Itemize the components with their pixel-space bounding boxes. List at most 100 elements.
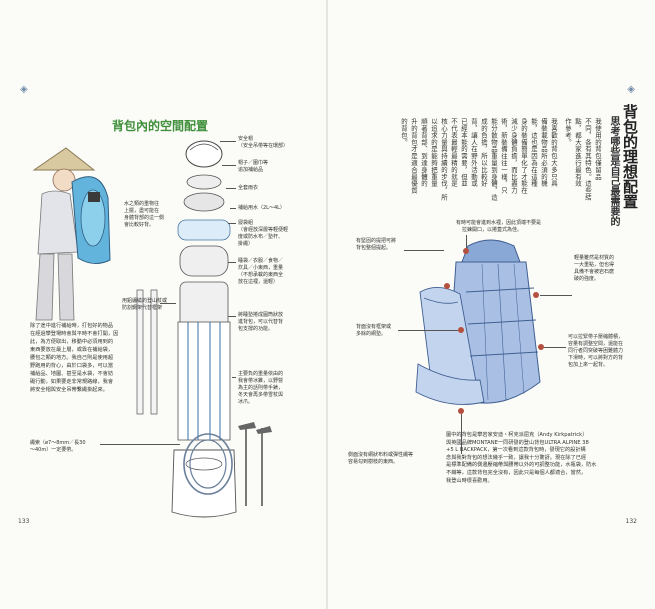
leader-line	[230, 208, 236, 209]
paragraph-line: 礙行動，如果要走非常規路線，我會	[30, 379, 114, 385]
paragraph-line: 此，為方便取出，移動中必須用到的	[30, 339, 114, 345]
page-number-left: 133	[18, 518, 30, 525]
vertical-body-text: 我使用的背包僅留品 不同，各有其特色。這些結 點，都大家進行最有效 作參考。 我…	[373, 118, 603, 248]
body-column: 已經本能的需要，但並	[460, 118, 468, 187]
body-column: 背，讓人在野外活動或	[470, 118, 478, 187]
label-load-1: 主要負的重量依由的	[238, 371, 284, 377]
paragraph-line: 將安全帽與安全吊帶繫繩掛起來。	[30, 387, 108, 393]
body-column: 不同，各有其特色。這些結	[584, 118, 592, 201]
label-helmet-note: （安全吊帶等在環部）	[238, 143, 289, 149]
paragraph-line: 東西要放在最上層，或靠在補給袋，	[30, 347, 114, 353]
paragraph-line: 野跑用的背心，由於口袋多，可以當	[30, 363, 114, 369]
caption-line: 我登山時很喜歡用。	[446, 477, 493, 484]
callout-material-3: 具備不會被岩石磨	[574, 269, 615, 275]
body-column: 順著背部、到達身體的	[420, 118, 428, 187]
label-sleeping-3: 度或防水布／墊杆、	[238, 234, 284, 240]
backpack-illustration	[415, 239, 541, 405]
body-column: 我喜歡的背包大多只具	[550, 118, 558, 187]
label-sleeping-4: 掛繩）	[238, 241, 254, 247]
body-column: 的背包。	[400, 118, 408, 146]
caption-line: +5 L BACKPACK，第一次看到這款背包時，發現它的設計構	[446, 447, 586, 454]
label-load-2: 我會帶冰錐，以野營	[238, 378, 284, 384]
label-hat-note: 追加補給品	[238, 167, 264, 173]
paragraph-line: 除了途中進行補給時，打包好的物品	[30, 323, 114, 329]
section-title: 背包內的空間配置	[112, 119, 209, 133]
callout-handle-1: 有堅固的提把可將	[356, 238, 397, 244]
label-clothes-4: 放在這裡，還輕）	[238, 279, 279, 285]
rope-illustration	[183, 433, 233, 495]
leader-line	[544, 347, 566, 348]
leader-line	[228, 223, 236, 224]
paragraph-line: 補給品、地圖、甚至是水袋，不會妨	[30, 371, 114, 377]
label-foam-3: 包支撐的功能。	[238, 326, 274, 332]
label-load-5: 冰爪。	[238, 399, 254, 405]
body-column: 我使用的背包僅留品	[594, 118, 602, 181]
left-page: ◈ 背包內的空間配置	[0, 0, 327, 609]
label-heavy-3: 身體背部的這一側	[124, 215, 165, 221]
leader-line	[228, 316, 236, 317]
gutter	[326, 0, 328, 609]
leader-line	[540, 295, 572, 296]
callout-material-2: 一大重點，但也得	[574, 262, 615, 268]
label-foam-1: 將睡墊捲成圓筒狀放	[238, 312, 284, 318]
body-column: 點，都大家進行最有效	[574, 118, 582, 187]
right-page: ◈ 背包的理想配置 思考哪些是自己最需要的 我使用的背包僅留品 不同，各有其特色…	[328, 0, 655, 609]
leader-line	[226, 188, 236, 189]
label-heavy-1: 水之類的重物往	[124, 201, 160, 207]
pack-contents-illustration	[171, 140, 237, 518]
ornament-icon: ◈	[20, 84, 28, 95]
callout-dot	[538, 344, 544, 350]
leader-line	[220, 141, 236, 142]
body-column: 作參考。	[564, 118, 572, 146]
label-frame-2: 防割鋼架代替框架	[122, 305, 163, 311]
label-helmet: 安全帽	[238, 136, 254, 142]
frame-stays-illustration	[136, 289, 158, 415]
callout-top-1: 有時可能會進到水裡，因此頂端不要是	[456, 220, 542, 226]
hiker-illustration	[32, 147, 111, 321]
label-load-3: 為主的話則帶手錶，	[238, 385, 284, 391]
leader-line	[228, 262, 236, 263]
body-column: 成的負擔，所以比較好	[480, 118, 488, 187]
leader-line	[160, 303, 176, 304]
body-column: 能分散物品重量到身體，造	[490, 118, 498, 201]
callout-dot	[463, 248, 469, 254]
callout-dot	[458, 408, 464, 414]
callout-top-2: 拉鍊開口，以捲蓋式為佳。	[462, 227, 523, 233]
callout-strap-2: 容量有調整空間，還能在	[568, 341, 624, 347]
body-column: 術，新裝備往往一樣，只	[500, 118, 508, 194]
label-load-4: 冬天會再多帶雪杖與	[238, 392, 284, 398]
body-paragraph: 除了途中進行補給時，打包好的物品 在經過攀登場時會與平時不會打開，因 此，為方便…	[30, 322, 148, 394]
paragraph-line: 腰包之類的地方。我自己則是使用超	[30, 355, 114, 361]
label-rope-1: 繩索（ø7〜8mm／長30	[30, 440, 86, 446]
label-rope-2: 〜40m）一定要帶。	[30, 447, 77, 453]
figure-caption: 圖中的背包是攀岩家安迪・柯克派屈克（Andy Kirkpatrick） 與英國品…	[446, 432, 646, 485]
caption-line: 念與我對背包的想法幾乎一致，讓我十分驚訝。現在除了已經	[446, 454, 587, 461]
label-heavy-4: 會比較好背。	[124, 222, 155, 228]
caption-line: 圖中的背包是攀岩家安迪・柯克派屈克（Andy Kirkpatrick）	[446, 432, 588, 438]
callout-side-1: 側面沒有網狀布料或彈性繩等	[348, 452, 414, 458]
leader-line	[404, 250, 444, 251]
label-hat: 帽子／圍巾等	[238, 160, 269, 166]
ornament-icon: ◈	[627, 84, 635, 95]
page-subtitle: 思考哪些是自己最需要的	[608, 116, 619, 226]
label-rain: 全套雨衣	[238, 185, 259, 191]
callout-handle-2: 背包整個提起。	[356, 245, 392, 251]
label-clothes-3: （不想承載的東西全	[238, 272, 284, 278]
leader-line	[232, 377, 236, 378]
page-number-right: 132	[625, 518, 637, 525]
caption-line: 與英國品牌MONTANE一同研發的登山背包ULTRA ALPINE 38	[446, 439, 589, 446]
callout-material-4: 破的強度。	[574, 276, 600, 282]
body-column: 升的背包才是適合最優質	[410, 118, 418, 194]
callout-dot	[533, 292, 539, 298]
ice-axes-illustration	[238, 422, 272, 506]
label-sleeping-2: （會經放深層等輕便輕	[238, 227, 289, 233]
label-water: 補給用水（2L〜4L）	[238, 205, 285, 211]
label-clothes-1: 睡袋／衣服／食物／	[238, 258, 284, 264]
leader-line	[398, 330, 458, 331]
body-column: 不代表最輕最精的就是	[450, 118, 458, 187]
label-heavy-2: 上擺，盡可能在	[124, 208, 160, 214]
body-column: 能，這也是因為在這種	[530, 118, 538, 187]
callout-strap-3: 同行者同突破等困難體力	[568, 348, 624, 354]
label-frame-1: 用鋁纏繞的登山杖或	[122, 298, 168, 304]
